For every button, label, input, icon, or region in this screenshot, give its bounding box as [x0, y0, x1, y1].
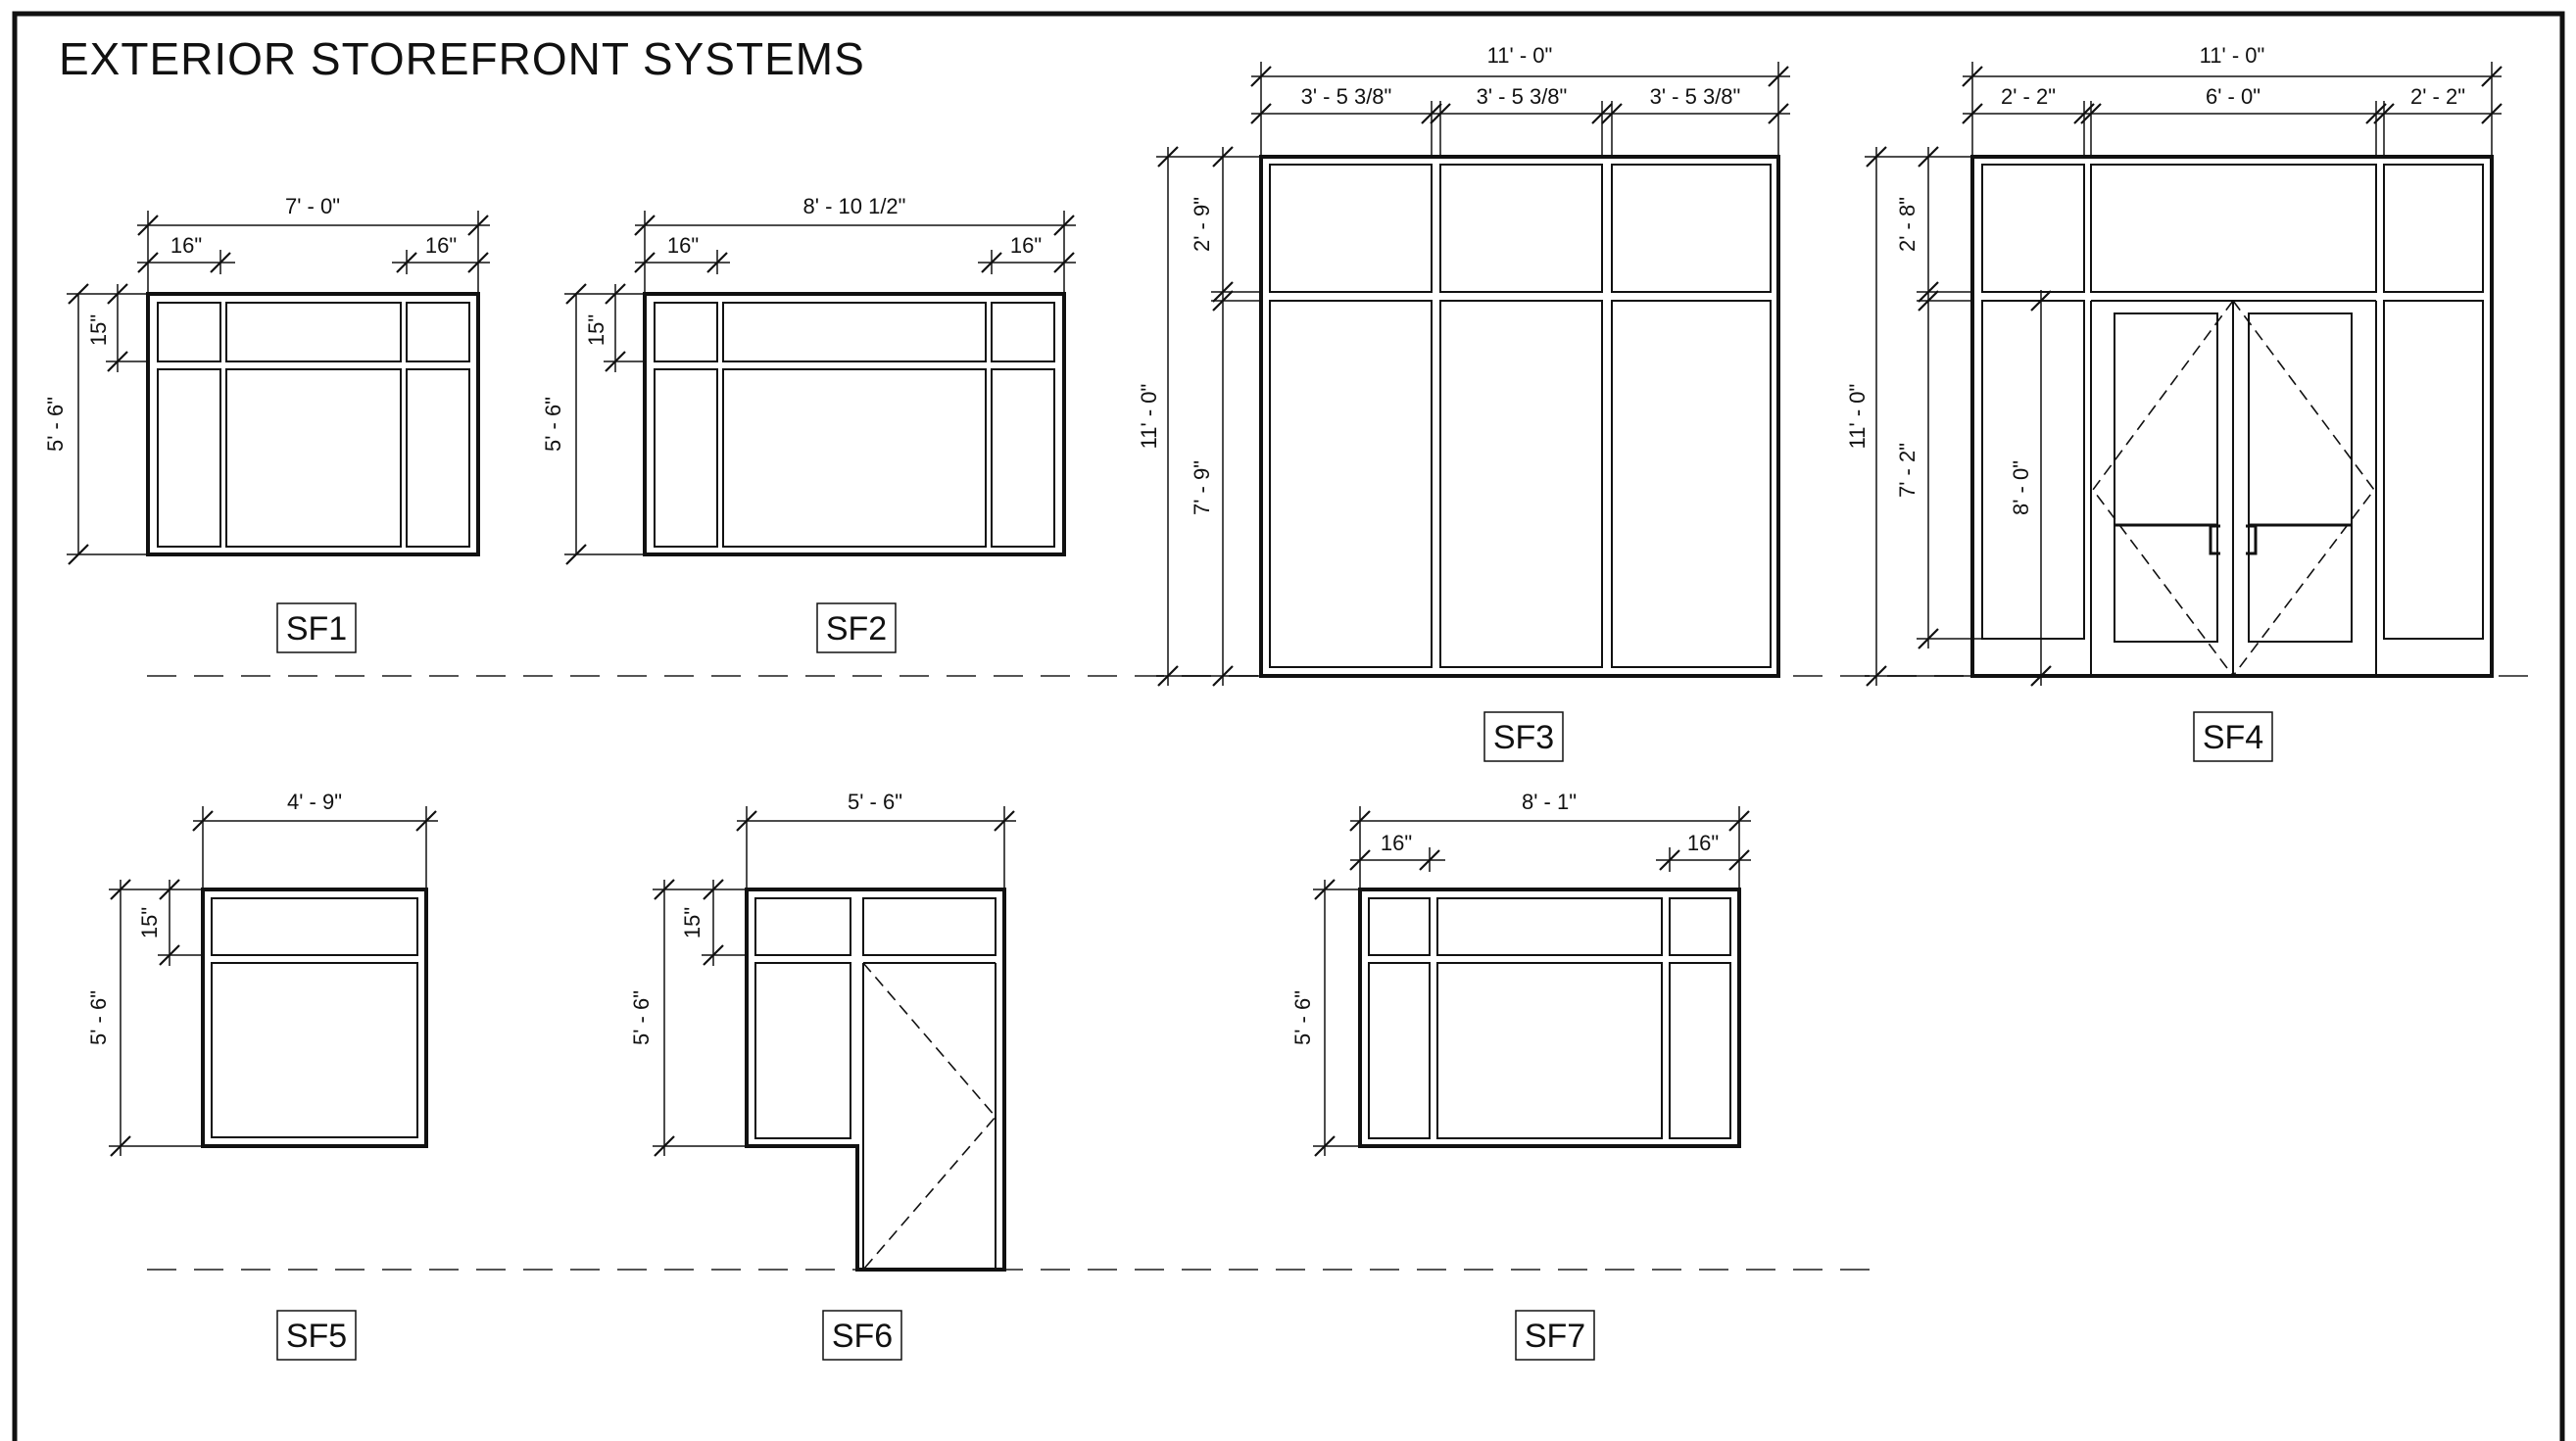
sf4-lower-dim: 7' - 2" [1895, 443, 1920, 498]
sf1-label: SF1 [286, 610, 347, 648]
sf5-transom-dim: 15" [137, 907, 162, 938]
sf2-label: SF2 [826, 610, 887, 648]
sf4-door-swing [2092, 300, 2376, 677]
sf3-upper-dim: 2' - 9" [1190, 197, 1214, 252]
sf2-transom-dim: 15" [584, 314, 608, 346]
sf3-label: SF3 [1493, 719, 1554, 756]
sf7-label: SF7 [1525, 1318, 1585, 1355]
elevation-sf3: 11' - 0" 3' - 5 3/8" 3' - 5 3/8" 3' - 5 … [1137, 43, 1790, 762]
sf6-label: SF6 [832, 1318, 893, 1355]
sf3-bay-1-dim: 3' - 5 3/8" [1301, 84, 1392, 109]
sf4-height-dim: 11' - 0" [1845, 384, 1870, 450]
sf4-bay-2-dim: 6' - 0" [2206, 84, 2260, 109]
sf5-label: SF5 [286, 1318, 347, 1355]
sf4-door-height-dim: 8' - 0" [2009, 460, 2033, 515]
sf1-transom-dim: 15" [86, 314, 111, 346]
sf4-right-handle [2246, 524, 2258, 555]
sf7-width-dim: 8' - 1" [1522, 790, 1577, 814]
elevation-sf4: 11' - 0" 2' - 2" 6' - 0" 2' - 2" 11' - 0… [1845, 43, 2503, 762]
sf3-lower-dim: 7' - 9" [1190, 460, 1214, 515]
sf6-door-swing [862, 962, 997, 1271]
sf6-transom-dim: 15" [680, 907, 705, 938]
sf7-right-dim: 16" [1687, 831, 1719, 855]
sf3-bay-3-dim: 3' - 5 3/8" [1650, 84, 1741, 109]
sf1-height-dim: 5' - 6" [43, 397, 68, 452]
sf7-height-dim: 5' - 6" [1290, 990, 1315, 1045]
sf2-right-dim: 16" [1010, 233, 1042, 258]
sf5-height-dim: 5' - 6" [86, 990, 111, 1045]
sf1-width-dim: 7' - 0" [285, 194, 340, 218]
sf4-left-handle [2209, 524, 2220, 555]
elevation-sf5: 4' - 9" 5' - 6" 15" SF5 [86, 790, 438, 1361]
sf2-height-dim: 5' - 6" [541, 397, 565, 452]
sf7-left-dim: 16" [1381, 831, 1412, 855]
sf4-bay-3-dim: 2' - 2" [2410, 84, 2465, 109]
sheet-border [12, 11, 2565, 1441]
sf1-left-dim: 16" [170, 233, 202, 258]
sf6-width-dim: 5' - 6" [848, 790, 902, 814]
sf4-width-dim: 11' - 0" [2200, 43, 2265, 68]
elevation-sf2: 8' - 10 1/2" 16" 16" 5' - 6" 15" SF2 [541, 194, 1076, 653]
sf6-height-dim: 5' - 6" [629, 990, 654, 1045]
sf4-label: SF4 [2203, 719, 2263, 756]
sf4-upper-dim: 2' - 8" [1895, 197, 1920, 252]
sf2-width-dim: 8' - 10 1/2" [803, 194, 906, 218]
sheet-title: EXTERIOR STOREFRONT SYSTEMS [59, 33, 865, 84]
sf5-width-dim: 4' - 9" [287, 790, 342, 814]
elevation-sf6: 5' - 6" 5' - 6" 15" SF6 [629, 790, 1016, 1361]
sf3-height-dim: 11' - 0" [1137, 384, 1161, 450]
sf3-bay-2-dim: 3' - 5 3/8" [1477, 84, 1568, 109]
elevation-sf7: 8' - 1" 16" 16" 5' - 6" SF7 [1290, 790, 1751, 1361]
sf3-width-dim: 11' - 0" [1487, 43, 1553, 68]
sf1-right-dim: 16" [425, 233, 457, 258]
sf4-bay-1-dim: 2' - 2" [2001, 84, 2056, 109]
elevation-sf1: 7' - 0" 16" 16" 5' - 6" 15" SF1 [43, 194, 490, 653]
sf2-left-dim: 16" [667, 233, 699, 258]
